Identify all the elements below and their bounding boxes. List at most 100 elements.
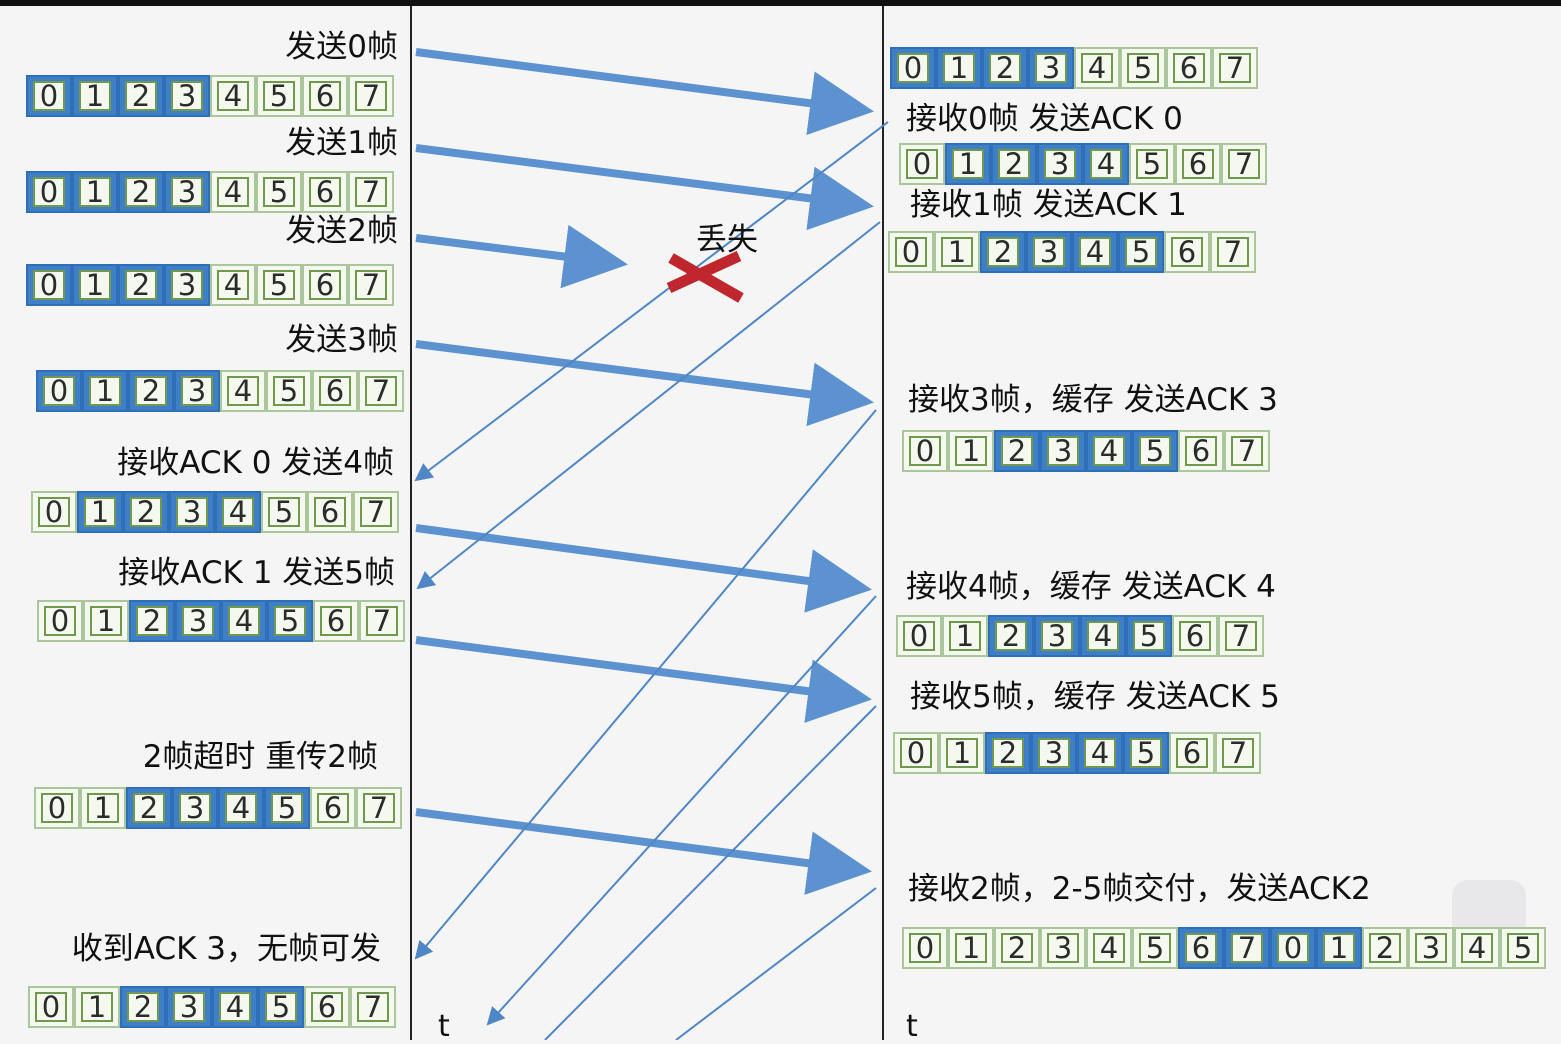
window-frame-cell: 1 — [72, 264, 118, 306]
frame-number: 6 — [1185, 933, 1217, 963]
window-frame-cell: 3 — [174, 370, 220, 412]
frame-number: 0 — [895, 237, 927, 267]
frame-number: 6 — [314, 497, 346, 527]
window-frame-cell: 1 — [72, 75, 118, 117]
frame-number: 6 — [1173, 53, 1205, 83]
frame-number: 3 — [1047, 436, 1079, 466]
window-frame-cell: 2 — [982, 47, 1028, 89]
frame-number: 6 — [311, 992, 343, 1022]
frame-number: 3 — [1415, 933, 1447, 963]
window-frame-cell: 5 — [258, 986, 304, 1028]
ack-line — [414, 121, 889, 482]
frame-number: 3 — [171, 81, 203, 111]
frame-number: 2 — [125, 81, 157, 111]
frame-arrow — [415, 144, 874, 231]
frame-cell: 7 — [348, 264, 394, 306]
window-frame-cell: 2 — [980, 231, 1026, 273]
window-frame-cell: 0 — [26, 171, 72, 213]
frame-number: 0 — [43, 376, 75, 406]
window-frame-cell: 4 — [215, 491, 261, 533]
window-frame-cell: 4 — [212, 986, 258, 1028]
frame-number: 5 — [268, 497, 300, 527]
frame-number: 7 — [1228, 149, 1260, 179]
frame-number: 2 — [1369, 933, 1401, 963]
frame-cell: 2 — [1362, 927, 1408, 969]
frame-number: 0 — [44, 606, 76, 636]
frame-number: 5 — [263, 81, 295, 111]
sender-event-label: 收到ACK 3，无帧可发 — [71, 931, 381, 967]
frame-number: 4 — [217, 81, 249, 111]
frame-cell: 1 — [939, 732, 985, 774]
frame-number: 5 — [263, 270, 295, 300]
frame-number: 1 — [84, 497, 116, 527]
frame-number: 3 — [171, 270, 203, 300]
frame-number: 6 — [309, 177, 341, 207]
lost-label: 丢失 — [696, 222, 758, 258]
frame-number: 1 — [79, 177, 111, 207]
window-frame-cell: 1 — [1316, 927, 1362, 969]
frame-number: 6 — [319, 376, 351, 406]
frame-cell: 6 — [312, 370, 358, 412]
frame-number: 7 — [355, 270, 387, 300]
frame-number: 5 — [1139, 933, 1171, 963]
frame-number: 1 — [87, 793, 119, 823]
frame-number: 5 — [1125, 237, 1157, 267]
frame-number: 5 — [1130, 738, 1162, 768]
frame-cell: 4 — [210, 264, 256, 306]
window-frame-cell: 3 — [164, 171, 210, 213]
frame-number: 7 — [360, 497, 392, 527]
frame-number: 3 — [181, 376, 213, 406]
frame-number: 0 — [909, 933, 941, 963]
frame-number: 6 — [317, 793, 349, 823]
frame-number: 1 — [89, 376, 121, 406]
window-frame-cell: 5 — [1132, 430, 1178, 472]
receiver-timeline — [882, 6, 884, 1040]
frame-cell: 1 — [942, 615, 988, 657]
frame-cell: 2 — [994, 927, 1040, 969]
frame-cell: 4 — [1086, 927, 1132, 969]
ack-line — [414, 409, 877, 960]
frame-number: 1 — [90, 606, 122, 636]
frame-cell: 5 — [266, 370, 312, 412]
frame-arrow — [415, 224, 628, 289]
receiver-event-label: 接收1帧 发送ACK 1 — [910, 187, 1187, 223]
frame-cell: 4 — [210, 75, 256, 117]
ack-line — [486, 595, 877, 1026]
window-frame-cell: 2 — [991, 143, 1037, 185]
frame-number: 4 — [1079, 237, 1111, 267]
frame-cell: 7 — [358, 370, 404, 412]
frame-cell: 6 — [302, 75, 348, 117]
frame-cell: 7 — [353, 491, 399, 533]
window-frame-cell: 2 — [129, 600, 175, 642]
window-frame-cell: 4 — [1080, 615, 1126, 657]
ack-line — [675, 887, 877, 1040]
window-frame-cell: 2 — [126, 787, 172, 829]
frame-number: 4 — [1093, 436, 1125, 466]
frame-arrow — [415, 48, 874, 136]
receiver-event-label: 接收5帧，缓存 发送ACK 5 — [910, 679, 1280, 715]
frame-number: 2 — [995, 621, 1027, 651]
frame-number: 4 — [222, 497, 254, 527]
sender-event-label: 发送1帧 — [285, 125, 398, 161]
frame-number: 2 — [992, 738, 1024, 768]
frame-number: 1 — [952, 149, 984, 179]
frame-cell: 0 — [896, 615, 942, 657]
frame-cell: 1 — [948, 430, 994, 472]
frame-number: 3 — [173, 992, 205, 1022]
frame-number: 7 — [1231, 436, 1263, 466]
frame-number: 5 — [1136, 149, 1168, 179]
window-frame-cell: 0 — [1270, 927, 1316, 969]
frame-number: 2 — [133, 793, 165, 823]
window-frame-cell: 3 — [1037, 143, 1083, 185]
frame-cell: 6 — [307, 491, 353, 533]
frame-cell: 7 — [1215, 732, 1261, 774]
frame-cell: 0 — [902, 430, 948, 472]
frame-cell: 7 — [1212, 47, 1258, 89]
